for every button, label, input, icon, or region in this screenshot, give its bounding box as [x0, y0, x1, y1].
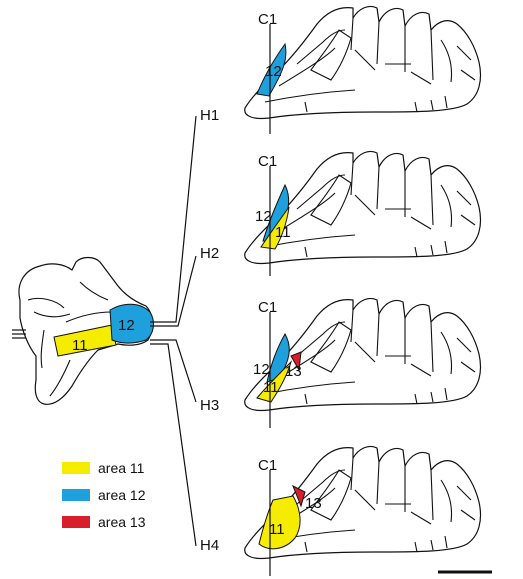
section-h4-label: H4 — [200, 537, 219, 554]
section-h2: 12 11 — [245, 151, 481, 263]
section-h3-level: C1 — [258, 299, 277, 316]
section-h2-area12-label: 12 — [255, 208, 272, 225]
section-h2-area11-label: 11 — [275, 224, 291, 241]
section-h4: 13 11 — [245, 446, 481, 558]
section-h3: 12 13 11 — [245, 298, 481, 410]
section-h1-area12-label: 12 — [265, 63, 282, 80]
legend-swatch-area12 — [62, 489, 90, 501]
section-h2-label: H2 — [200, 245, 219, 262]
legend-label-area12: area 12 — [98, 487, 146, 503]
section-h1-level: C1 — [258, 11, 277, 28]
section-h3-area11-label: 11 — [263, 379, 279, 396]
overview-section: C1 11 12 — [12, 258, 153, 405]
connector-lines — [150, 116, 196, 546]
section-h3-area13-label: 13 — [285, 363, 302, 380]
section-h2-level: C1 — [258, 153, 277, 170]
section-h3-label: H3 — [200, 397, 219, 414]
legend-label-area11: area 11 — [98, 460, 145, 476]
section-h4-level: C1 — [258, 457, 277, 474]
legend: area 11 area 12 area 13 — [62, 460, 146, 530]
section-h4-area11-label: 11 — [269, 521, 285, 538]
section-h1: 12 — [245, 6, 481, 118]
overview-area11-label: 11 — [72, 337, 88, 354]
legend-swatch-area13 — [62, 516, 90, 528]
section-h4-area13-label: 13 — [305, 495, 322, 512]
legend-swatch-area11 — [62, 462, 90, 474]
legend-label-area13: area 13 — [98, 514, 146, 530]
section-h1-label: H1 — [200, 107, 219, 124]
section-h3-area12-label: 12 — [253, 361, 270, 378]
overview-area12-label: 12 — [118, 317, 135, 334]
